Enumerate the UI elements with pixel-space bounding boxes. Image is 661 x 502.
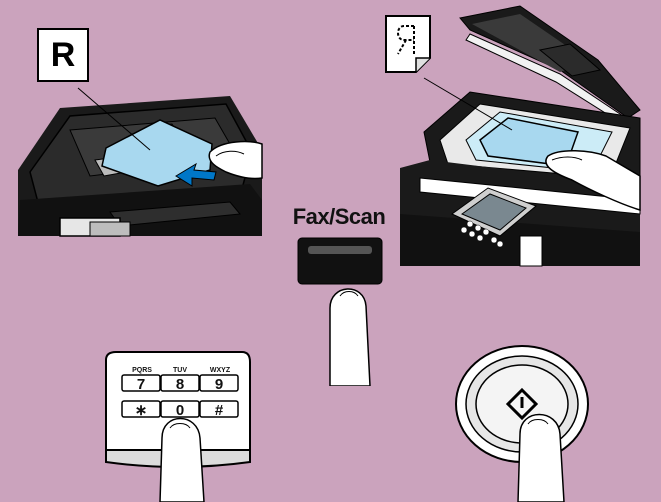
pointing-finger-icon [329,288,371,386]
key-0-label: 0 [176,402,184,419]
key-0[interactable]: 0 [160,400,200,419]
key-7-label: 7 [137,376,145,393]
key-9-label: 9 [215,376,223,393]
document-r-card: R [37,28,89,82]
fax-scan-button[interactable] [297,237,383,285]
start-button-area [455,345,589,502]
start-diamond-icon [505,387,539,421]
pointing-finger-icon [159,417,205,502]
key-7-letters: PQRS [132,367,152,374]
fax-scan-button-area [297,237,383,386]
key-8-letters: TUV [173,367,187,374]
mirrored-r-document-icon [385,15,431,73]
key-8[interactable]: 8 [160,374,200,393]
pointing-finger-icon [517,413,565,502]
keypad-illustration: PQRS TUV WXYZ 7 8 9 ∗ 0 # [105,351,251,502]
document-letter: R [50,35,76,74]
fax-scan-label: Fax/Scan [292,204,386,229]
key-asterisk-label: ∗ [135,402,148,419]
key-7[interactable]: 7 [121,374,161,393]
key-8-label: 8 [176,376,184,393]
key-hash-label: # [215,402,224,419]
key-hash[interactable]: # [199,400,239,419]
key-9[interactable]: 9 [199,374,239,393]
key-asterisk[interactable]: ∗ [121,400,161,419]
key-9-letters: WXYZ [210,367,231,374]
